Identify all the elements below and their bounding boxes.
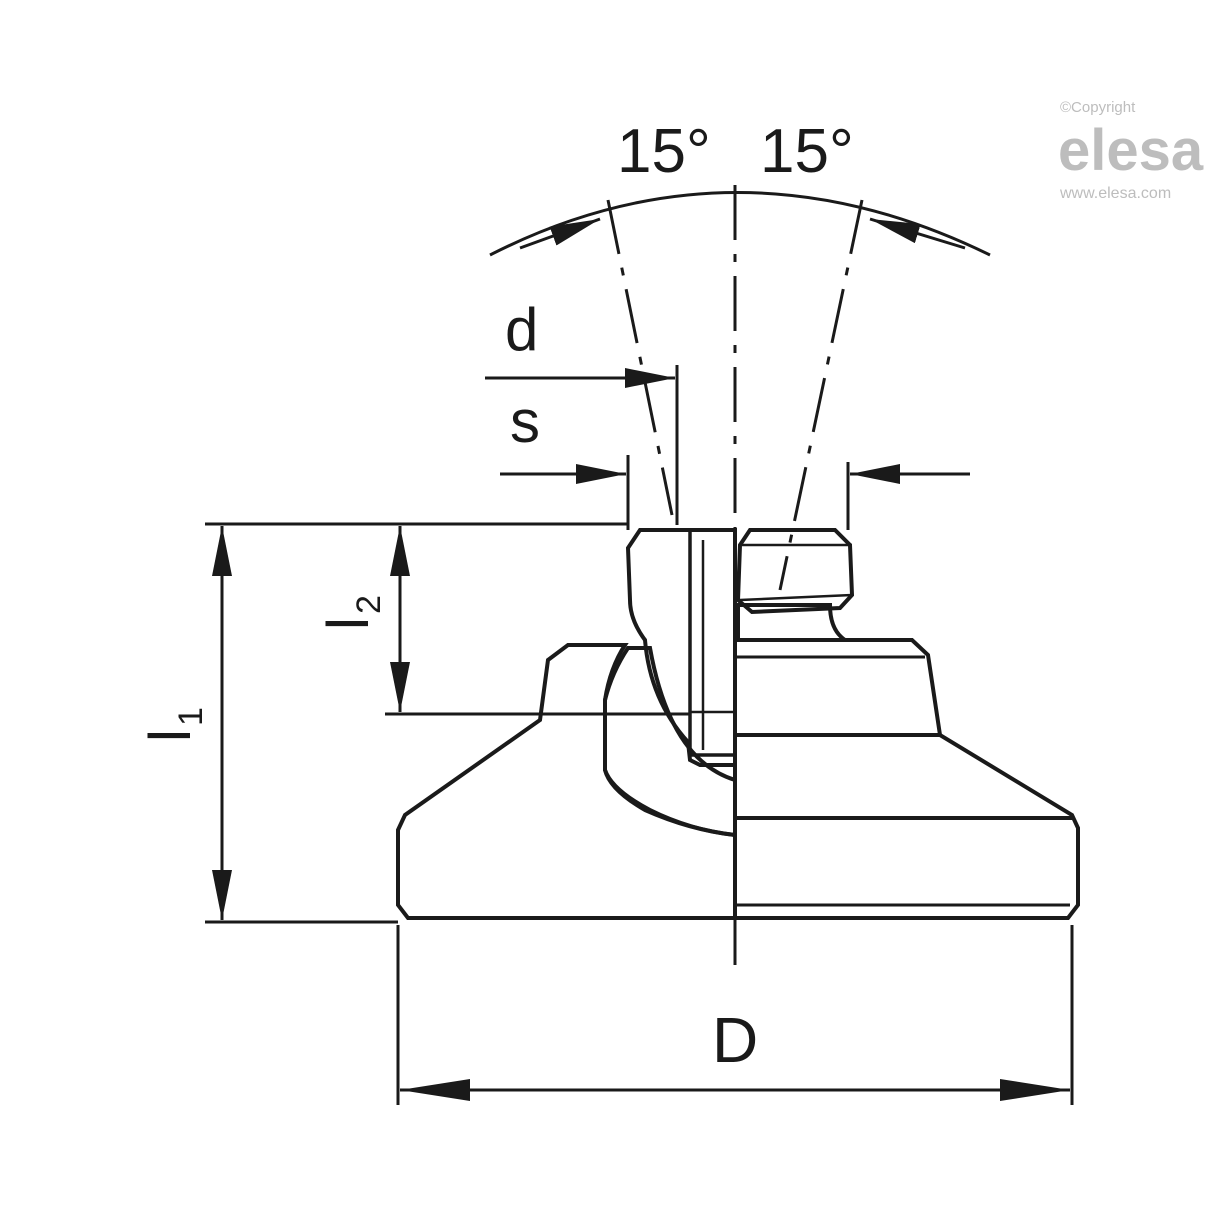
s-dimension: s: [500, 388, 970, 530]
base-exterior: [733, 733, 1080, 920]
right-angle-arrow: [869, 217, 966, 250]
stud-section: [625, 528, 737, 767]
D-label: D: [712, 1004, 758, 1076]
s-label: s: [510, 388, 540, 455]
angle-dimension: 15° 15°: [489, 117, 991, 591]
d-dimension: d: [485, 296, 679, 525]
neck-exterior: [736, 603, 852, 642]
left-angle-arrow: [519, 217, 601, 250]
section-half: [396, 528, 737, 920]
angle-right-label: 15°: [760, 117, 854, 186]
D-dimension: D: [396, 925, 1074, 1105]
brand-logo-text: elesa: [1058, 118, 1204, 183]
base-section: [396, 643, 737, 920]
left-15deg-line: [606, 199, 674, 516]
angle-arc: [489, 191, 991, 257]
l2-label: l: [316, 617, 381, 630]
d-label: d: [505, 296, 538, 363]
hex-edge-lower: [739, 593, 853, 602]
threaded-bore: [688, 528, 737, 757]
socket-insert: [603, 646, 737, 838]
l2-subscript: 2: [350, 595, 388, 614]
l2-dimension: l 2: [316, 522, 690, 716]
exterior-half: [733, 528, 1080, 920]
copyright-text: ©Copyright: [1060, 99, 1136, 116]
right-15deg-line: [778, 199, 864, 591]
collar-exterior: [733, 638, 943, 737]
url-text: www.elesa.com: [1059, 185, 1171, 202]
angle-left-label: 15°: [617, 117, 711, 186]
l1-dimension: l 1: [138, 522, 400, 924]
l1-subscript: 1: [172, 707, 210, 726]
l1-label: l: [138, 729, 203, 742]
